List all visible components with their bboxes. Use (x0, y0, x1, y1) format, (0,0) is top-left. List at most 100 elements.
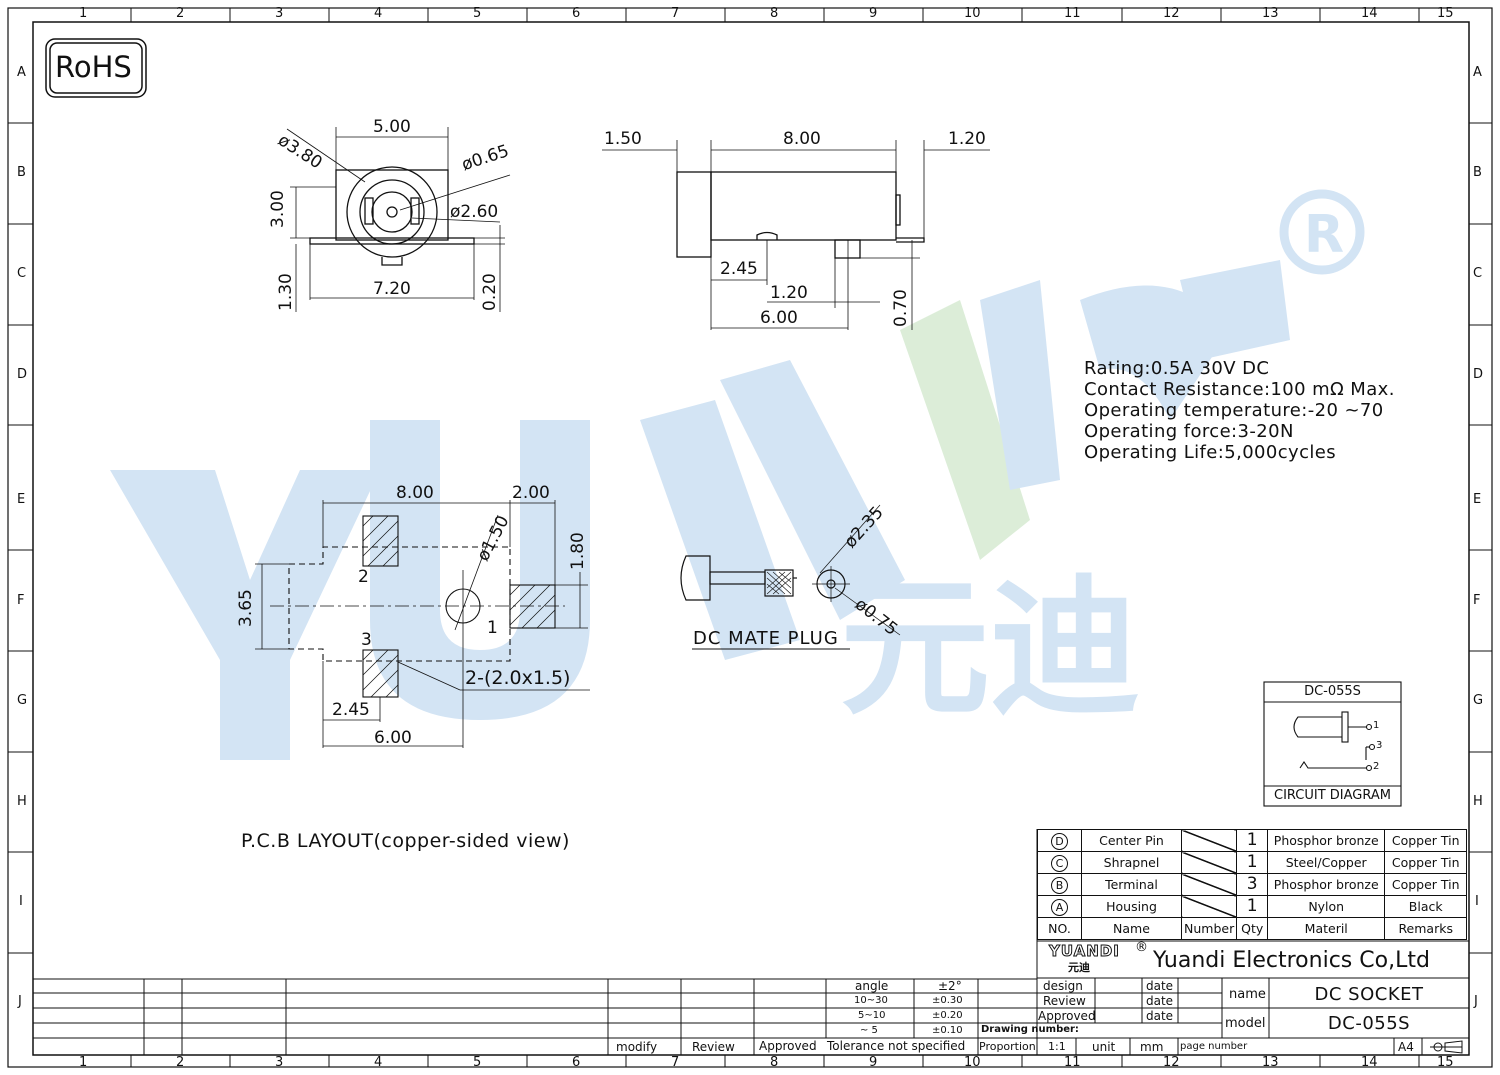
bom-remarks: Copper Tin (1384, 851, 1468, 874)
dim-pcb-slot: 2-(2.0x1.5) (465, 667, 571, 689)
dim-front-020: 0.20 (480, 273, 500, 311)
ruler-row-d-right: D (1473, 367, 1484, 382)
ruler-row-j-right: J (1474, 994, 1478, 1009)
bom-no: B (1051, 877, 1068, 894)
ruler-row-b: B (17, 165, 26, 180)
bom-material: Nylon (1267, 895, 1386, 918)
dim-front-130: 1.30 (276, 273, 296, 311)
spec-contact-resistance: Contact Resistance:100 mΩ Max. (1084, 379, 1395, 400)
bom-material: Phosphor bronze (1267, 873, 1386, 896)
bom-remarks: Black (1384, 895, 1468, 918)
circuit-caption: CIRCUIT DIAGRAM (1274, 788, 1391, 803)
pcb-pad-2-label: 2 (358, 567, 369, 587)
ruler-ticks (8, 8, 1492, 1067)
tb-tolerance-note: Tolerance not specified (827, 1039, 966, 1053)
ruler-row-j: J (18, 994, 22, 1009)
bom-name: Terminal (1081, 873, 1182, 896)
tb-modify: modify (616, 1040, 658, 1054)
dim-side-600: 6.00 (760, 308, 798, 328)
ruler-row-h: H (17, 794, 27, 809)
spec-rating: Rating:0.5A 30V DC (1084, 358, 1270, 379)
ruler-col-13: 13 (1262, 6, 1279, 21)
dim-pcb-600: 6.00 (374, 728, 412, 748)
ruler-col-13-bottom: 13 (1262, 1055, 1279, 1070)
tb-date-3: date (1146, 1009, 1174, 1023)
dim-side-150: 1.50 (604, 129, 642, 149)
tb-range-1-tol: ±0.30 (932, 995, 963, 1006)
ruler-col-8-bottom: 8 (770, 1055, 779, 1070)
dim-pcb-180: 1.80 (568, 532, 588, 570)
tb-range-2: 5~10 (858, 1010, 886, 1021)
ruler-row-c: C (17, 266, 27, 281)
bom-name: Shrapnel (1081, 851, 1182, 874)
bom-row: A Housing 1 Nylon Black (1037, 895, 1468, 918)
mate-plug (680, 504, 901, 650)
ruler-col-14-bottom: 14 (1361, 1055, 1378, 1070)
ruler-row-i: I (19, 894, 23, 909)
bom-row: B Terminal 3 Phosphor bronze Copper Tin (1037, 873, 1468, 896)
bom-header-remarks: Remarks (1384, 917, 1468, 940)
circuit-diagram (1263, 681, 1402, 807)
ruler-col-14: 14 (1361, 6, 1378, 21)
rohs-badge: RoHS (55, 50, 132, 84)
ruler-col-3-bottom: 3 (275, 1055, 284, 1070)
ruler-col-5-bottom: 5 (473, 1055, 482, 1070)
tb-range-3-tol: ±0.10 (932, 1025, 963, 1036)
tb-angle: angle (855, 979, 889, 993)
bom-qty: 1 (1236, 851, 1269, 874)
bom-qty: 3 (1236, 873, 1269, 896)
tb-scale: 1:1 (1048, 1040, 1066, 1053)
tb-name-value: DC SOCKET (1314, 984, 1424, 1005)
tb-paper-size: A4 (1398, 1040, 1414, 1054)
tb-review: Review (692, 1040, 735, 1054)
ruler-col-9: 9 (869, 6, 878, 21)
ruler-col-5: 5 (473, 6, 482, 21)
dim-front-height: 3.00 (268, 190, 288, 228)
pcb-layout (255, 500, 590, 748)
bom-number-slash (1180, 873, 1238, 896)
ruler-col-11: 11 (1064, 6, 1081, 21)
tb-page-number: page number (1180, 1041, 1248, 1052)
ruler-row-a: A (17, 65, 26, 80)
tb-angle-tol: ±2° (938, 979, 962, 993)
ruler-col-11-bottom: 11 (1064, 1055, 1081, 1070)
ruler-col-12: 12 (1163, 6, 1180, 21)
ruler-row-a-right: A (1473, 65, 1482, 80)
bom-row: D Center Pin 1 Phosphor bronze Copper Ti… (1037, 829, 1468, 852)
tb-range-3: ~ 5 (860, 1025, 878, 1036)
tb-model-label: model (1225, 1016, 1266, 1031)
dim-side-245: 2.45 (720, 259, 758, 279)
tb-range-1: 10~30 (854, 995, 888, 1006)
tb-approved: Approved (759, 1039, 817, 1053)
bom-header-number: Number (1180, 917, 1238, 940)
bom-header-material: Materil (1267, 917, 1386, 940)
bom-no: A (1051, 899, 1068, 916)
bom-number-slash (1180, 895, 1238, 918)
specifications: Rating:0.5A 30V DC Contact Resistance:10… (1084, 358, 1395, 463)
ruler-col-8: 8 (770, 6, 779, 21)
ruler-col-7-bottom: 7 (671, 1055, 680, 1070)
dim-front-base-width: 7.20 (373, 279, 411, 299)
bom-material: Phosphor bronze (1267, 829, 1386, 852)
tb-design: design (1043, 979, 1083, 993)
dim-side-120-bottom: 1.20 (770, 283, 808, 303)
dim-front-width: 5.00 (373, 117, 411, 137)
circuit-pin-1: 1 (1373, 720, 1380, 731)
spec-operating-temperature: Operating temperature:-20 ~70 (1084, 400, 1384, 421)
dim-pcb-800: 8.00 (396, 483, 434, 503)
bom-header: NO. Name Number Qty Materil Remarks (1037, 917, 1468, 940)
dim-front-d260: ø2.60 (450, 202, 499, 222)
ruler-row-g: G (17, 693, 28, 708)
ruler-row-e: E (17, 492, 26, 507)
dim-side-070: 0.70 (891, 289, 911, 327)
company-name: Yuandi Electronics Co,Ltd (1153, 948, 1430, 973)
tb-model-value: DC-055S (1327, 1013, 1411, 1034)
ruler-col-1: 1 (79, 6, 88, 21)
ruler-col-7: 7 (671, 6, 680, 21)
ruler-col-15-bottom: 15 (1437, 1055, 1454, 1070)
ruler-col-12-bottom: 12 (1163, 1055, 1180, 1070)
ruler-col-3: 3 (275, 6, 284, 21)
tb-review-2: Review (1043, 994, 1086, 1008)
bom-no: D (1051, 833, 1068, 850)
pcb-pad-1-label: 1 (487, 618, 498, 638)
